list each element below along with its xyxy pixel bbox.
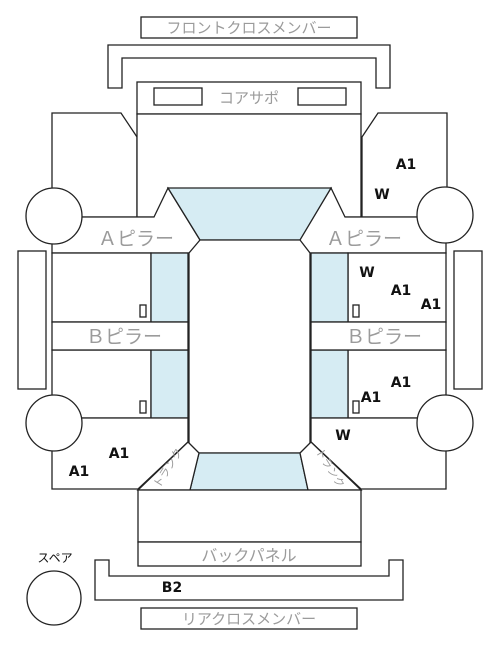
grade-marker: A1 <box>396 157 417 173</box>
front-cross-member[interactable] <box>107 44 391 89</box>
rear-left-tire[interactable] <box>25 394 83 452</box>
b-pillar-right-label: Ｂピラー <box>346 326 422 348</box>
front-left-window[interactable] <box>150 252 189 323</box>
grade-marker: A1 <box>391 375 412 391</box>
back-panel[interactable] <box>137 541 362 567</box>
rear-window[interactable] <box>189 452 309 491</box>
grade-marker: W <box>359 265 374 281</box>
front-right-tire[interactable] <box>416 186 474 244</box>
rear-right-tire[interactable] <box>416 394 474 452</box>
grade-marker: W <box>335 428 350 444</box>
left-side-sill[interactable] <box>17 250 47 390</box>
front-left-door[interactable] <box>51 252 152 323</box>
b-pillar-left[interactable] <box>51 321 189 351</box>
front-left-door-handle <box>139 304 147 318</box>
rear-left-window[interactable] <box>150 349 189 419</box>
front-right-window[interactable] <box>310 252 349 323</box>
front-left-tire[interactable] <box>25 187 83 245</box>
back-panel-label: バックパネル <box>201 546 296 565</box>
b-pillar-right[interactable] <box>310 321 447 351</box>
front-right-door[interactable] <box>347 252 447 323</box>
front-cross-member-label-box <box>140 16 358 39</box>
rear-cross-member-label-box <box>140 607 358 630</box>
grade-marker: A1 <box>69 464 90 480</box>
grade-marker: W <box>374 187 389 203</box>
grade-marker: A1 <box>421 297 442 313</box>
rear-left-door-handle <box>139 400 147 414</box>
b-pillar-left-label: Ｂピラー <box>86 326 162 348</box>
front-cross-member-label: フロントクロスメンバー <box>166 19 331 37</box>
core-support-left-slot <box>153 87 203 106</box>
core-support-right-slot <box>297 87 347 106</box>
grade-marker: B2 <box>162 580 182 596</box>
rear-cross-member-label: リアクロスメンバー <box>182 610 316 628</box>
grade-marker: A1 <box>361 390 382 406</box>
grade-marker: A1 <box>109 446 130 462</box>
core-support-label: コアサポ <box>219 89 279 107</box>
rear-right-window[interactable] <box>310 349 349 419</box>
spare-label: スペア <box>37 551 72 565</box>
a-pillar-right-label: Ａピラー <box>326 228 402 250</box>
rear-cross-member[interactable] <box>94 559 404 601</box>
roof[interactable] <box>188 239 311 454</box>
trunk-lid[interactable] <box>137 489 362 543</box>
grade-marker: A1 <box>391 283 412 299</box>
front-right-door-handle <box>352 304 360 318</box>
rear-right-door-handle <box>352 400 360 414</box>
a-pillar-left-label: Ａピラー <box>98 228 174 250</box>
right-side-sill[interactable] <box>453 250 483 390</box>
spare-tire[interactable] <box>26 570 82 626</box>
